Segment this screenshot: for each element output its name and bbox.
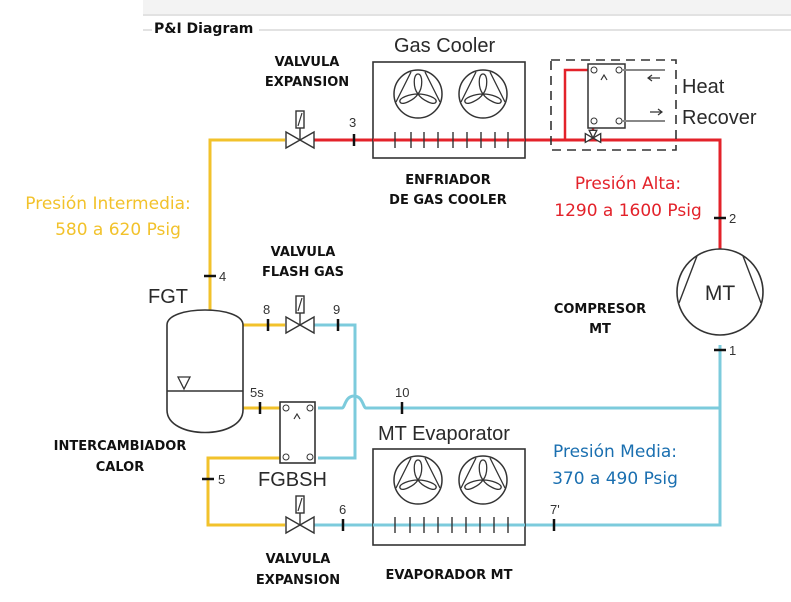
pressure-medium-line1: Presión Media: <box>553 442 677 462</box>
compressor-mt[interactable]: MT COMPRESOR MT <box>554 248 764 337</box>
heat-recover-label-line2: Recover <box>682 107 757 129</box>
exp-valve-bottom-caption-line2: EXPANSION <box>256 573 340 588</box>
pipe-valve-to-fgt <box>208 138 285 310</box>
pressure-high-annotation: Presión Alta: 1290 a 1600 Psig <box>554 174 701 221</box>
point-label-4: 4 <box>219 269 226 284</box>
fgbsh-title: FGBSH <box>258 469 327 491</box>
state-point-labels: 3 2 1 4 8 9 5s 10 5 6 7' <box>218 115 736 517</box>
point-label-3: 3 <box>349 115 356 130</box>
panel-title: P&I Diagram <box>152 21 260 37</box>
gas-cooler-caption-line1: ENFRIADOR <box>405 173 490 188</box>
pressure-intermediate-annotation: Presión Intermedia: 580 a 620 Psig <box>25 194 190 240</box>
evaporator-caption: EVAPORADOR MT <box>386 568 513 583</box>
flash-valve-caption-line2: FLASH GAS <box>262 265 344 280</box>
expansion-valve-icon <box>285 495 315 534</box>
compressor-symbol: MT <box>705 282 735 305</box>
expansion-valve-icon <box>285 110 315 149</box>
pipe-heat-recover-bypass <box>563 68 590 140</box>
fgt-title: FGT <box>148 286 188 308</box>
three-way-valve-icon <box>584 129 602 144</box>
fgbsh-caption-line2: CALOR <box>96 460 144 475</box>
pressure-intermediate-line2: 580 a 620 Psig <box>55 220 181 240</box>
heat-recover-unit: Heat Recover <box>550 59 757 151</box>
arrow-out-icon <box>650 108 663 116</box>
arrow-in-icon <box>647 74 660 82</box>
gas-cooler-caption-line2: DE GAS COOLER <box>389 193 507 208</box>
pressure-intermediate-line1: Presión Intermedia: <box>25 194 190 214</box>
compressor-caption-line2: MT <box>589 322 611 337</box>
pipe-fgbsh-to-exp-valve <box>206 456 290 527</box>
point-label-6: 6 <box>339 502 346 517</box>
pressure-medium-line2: 370 a 490 Psig <box>552 469 678 489</box>
flash-gas-valve-icon <box>285 295 315 334</box>
exp-valve-top-caption-line2: EXPANSION <box>265 75 349 90</box>
pressure-high-line2: 1290 a 1600 Psig <box>554 201 701 221</box>
evaporator-title: MT Evaporator <box>378 423 510 445</box>
group-box-border <box>143 29 791 31</box>
expansion-valve-top[interactable]: VALVULA EXPANSION <box>265 55 349 149</box>
exp-valve-bottom-caption-line1: VALVULA <box>266 552 331 567</box>
heat-recover-label-line1: Heat <box>682 76 725 98</box>
point-label-9: 9 <box>333 302 340 317</box>
compressor-caption-line1: COMPRESOR <box>554 302 646 317</box>
mt-evaporator[interactable]: MT Evaporator EVAPORADOR MT <box>372 423 526 583</box>
expansion-valve-bottom[interactable]: VALVULA EXPANSION <box>256 495 340 588</box>
exp-valve-top-caption-line1: VALVULA <box>275 55 340 70</box>
flash-gas-tank[interactable]: FGT <box>148 286 244 434</box>
gas-cooler-title: Gas Cooler <box>394 35 495 57</box>
fgbsh-heat-exchanger[interactable]: FGBSH INTERCAMBIADOR CALOR <box>54 401 327 491</box>
state-points <box>202 134 726 531</box>
pipe-fgbsh-to-suction <box>318 394 720 410</box>
fgbsh-caption-line1: INTERCAMBIADOR <box>54 439 187 454</box>
flash-valve-caption-line1: VALVULA <box>271 245 336 260</box>
point-label-7: 7' <box>550 502 560 517</box>
point-label-1: 1 <box>729 343 736 358</box>
gas-cooler: Gas Cooler ENFRIADOR DE GAS COOLER <box>372 35 526 208</box>
point-label-5s: 5s <box>250 385 264 400</box>
window-toolbar <box>143 0 791 16</box>
point-label-10: 10 <box>395 385 409 400</box>
liquid-level-icon <box>176 376 192 391</box>
pressure-medium-annotation: Presión Media: 370 a 490 Psig <box>552 442 678 489</box>
point-label-5: 5 <box>218 472 225 487</box>
coil-ticks <box>394 132 509 148</box>
coil-ticks <box>394 517 509 533</box>
flash-gas-valve[interactable]: VALVULA FLASH GAS <box>262 245 344 334</box>
pipe-flash-valve-to-fgbsh <box>312 323 357 460</box>
point-label-2: 2 <box>729 211 736 226</box>
point-label-8: 8 <box>263 302 270 317</box>
pressure-high-line1: Presión Alta: <box>575 174 681 194</box>
